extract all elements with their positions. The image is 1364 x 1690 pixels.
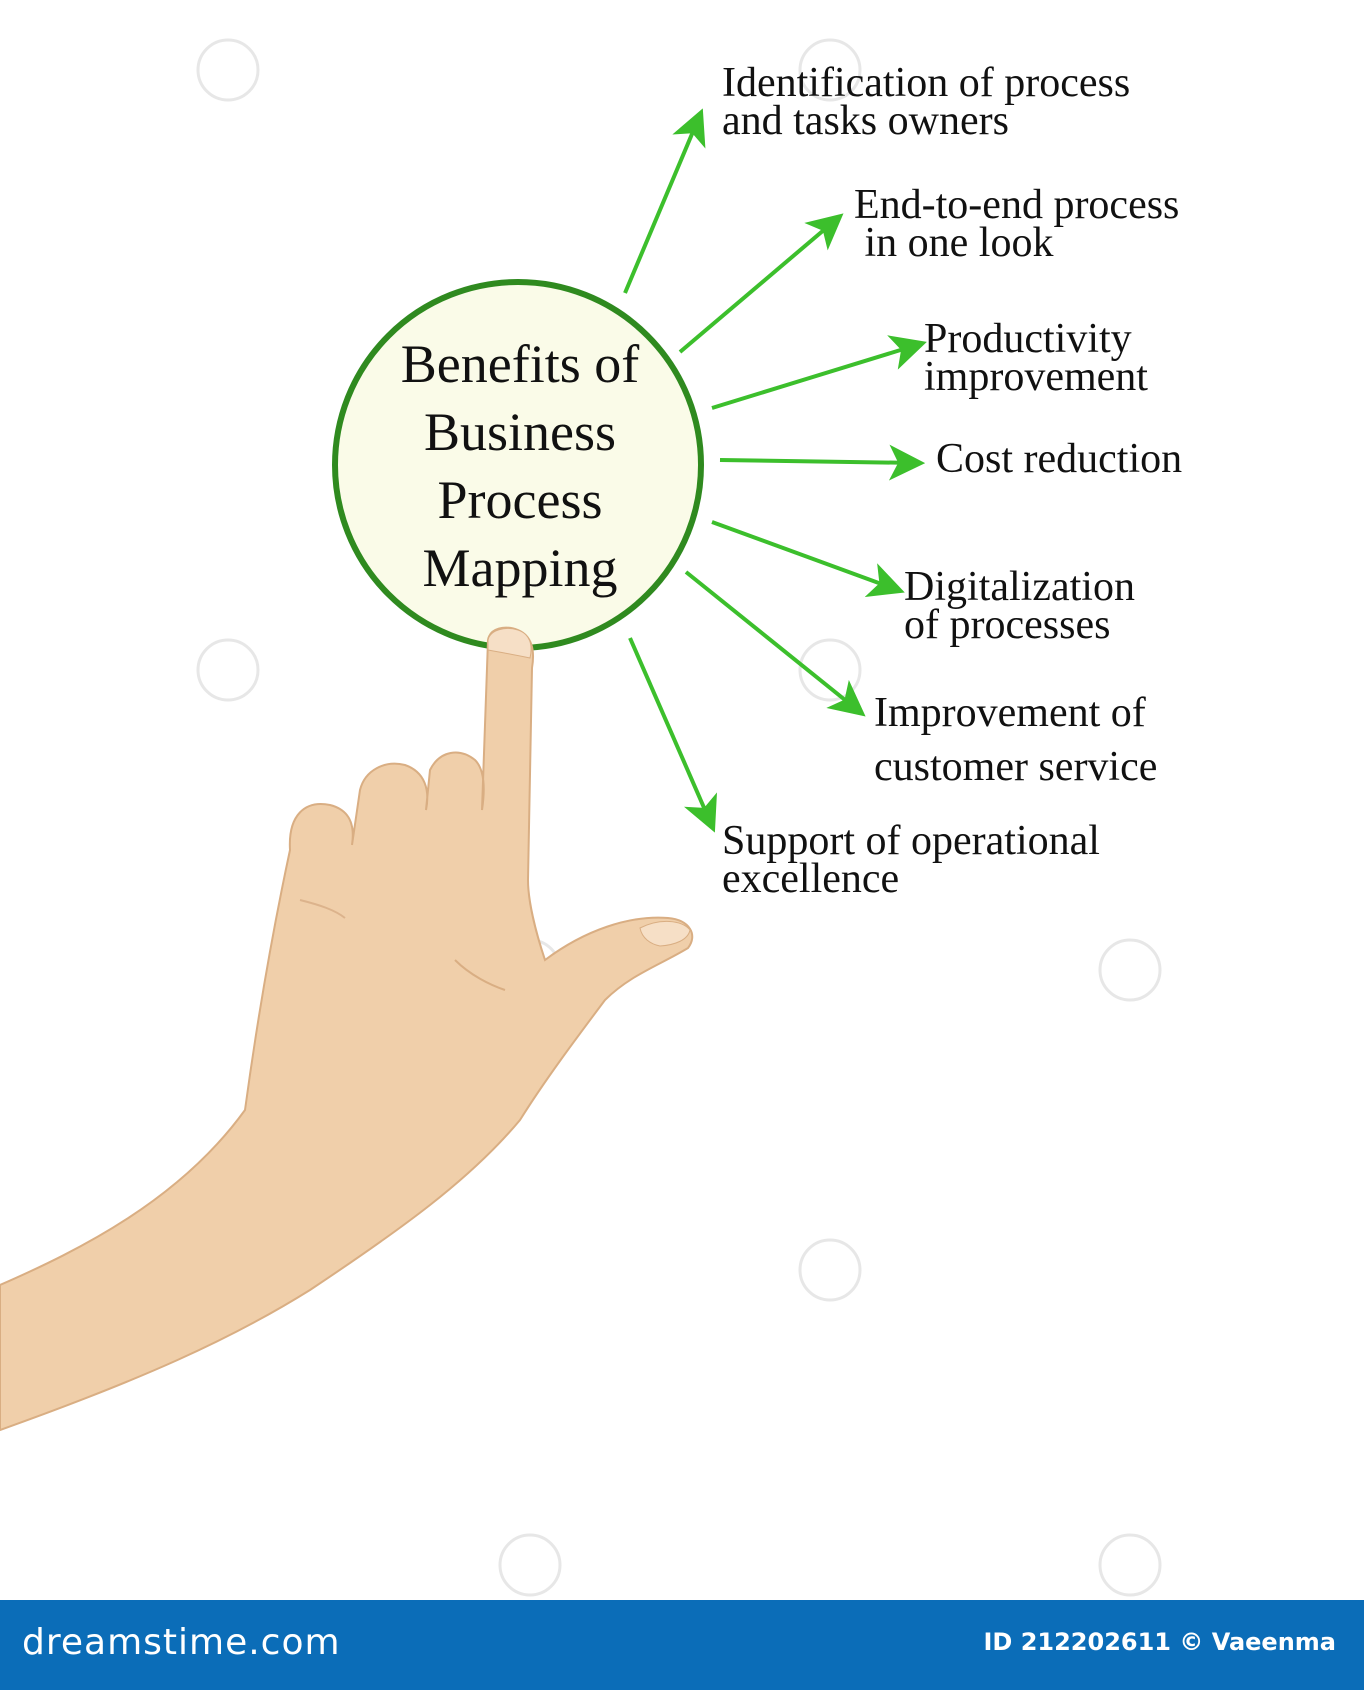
- benefit-line: Cost reduction: [936, 436, 1183, 482]
- hand-pointer-illustration: [0, 626, 694, 1432]
- arrow-to-identification: [623, 108, 706, 294]
- benefit-end-to-end: End-to-end process in one look: [854, 182, 1180, 266]
- arrow-to-cost-reduction: [719, 444, 926, 481]
- arrow-to-productivity: [711, 335, 927, 410]
- center-title-line: Business: [423, 402, 617, 462]
- benefit-line: of processes: [904, 602, 1111, 648]
- benefit-line: customer service: [874, 744, 1158, 790]
- benefit-line: in one look: [854, 220, 1054, 266]
- arrow-to-operational-excellence: [628, 637, 717, 833]
- benefit-line: End-to-end process: [854, 182, 1180, 228]
- benefit-line: improvement: [924, 354, 1148, 400]
- footer-bar: dreamstime.com ID 212202611 © Vaeenma: [0, 1600, 1364, 1690]
- center-title-line: Process: [437, 470, 603, 530]
- center-title-line: Mapping: [422, 538, 618, 598]
- benefit-cost-reduction: Cost reduction: [936, 436, 1183, 482]
- center-title: Benefits of Business Process Mapping: [340, 330, 700, 602]
- diagram-svg: [0, 38, 1162, 1597]
- arrow-group: [623, 108, 927, 833]
- diagram-stage: Benefits of Business Process Mapping Ide…: [0, 38, 1183, 1597]
- benefit-line: Support of operational: [722, 818, 1100, 864]
- arrow-to-digitalization: [711, 520, 905, 598]
- benefit-line: Digitalization: [904, 564, 1135, 610]
- image-credit: ID 212202611 © Vaeenma: [983, 1628, 1336, 1656]
- benefit-line: and tasks owners: [722, 98, 1009, 144]
- brand-logo[interactable]: dreamstime.com: [22, 1622, 341, 1663]
- benefit-line: excellence: [722, 856, 900, 902]
- benefit-operational-excellence: Support of operational excellence: [722, 818, 1100, 902]
- arrow-to-end-to-end: [678, 213, 844, 354]
- benefit-line: Improvement of: [874, 690, 1146, 736]
- benefit-customer-service: Improvement of customer service: [874, 686, 1157, 794]
- arrow-to-customer-service: [684, 570, 866, 717]
- benefit-identification: Identification of process and tasks owne…: [722, 60, 1131, 144]
- benefit-digitalization: Digitalization of processes: [904, 564, 1135, 648]
- center-title-line: Benefits of: [400, 334, 640, 394]
- benefit-productivity: Productivity improvement: [924, 316, 1148, 400]
- benefit-line: Productivity: [924, 316, 1132, 362]
- benefit-line: Identification of process: [722, 60, 1131, 106]
